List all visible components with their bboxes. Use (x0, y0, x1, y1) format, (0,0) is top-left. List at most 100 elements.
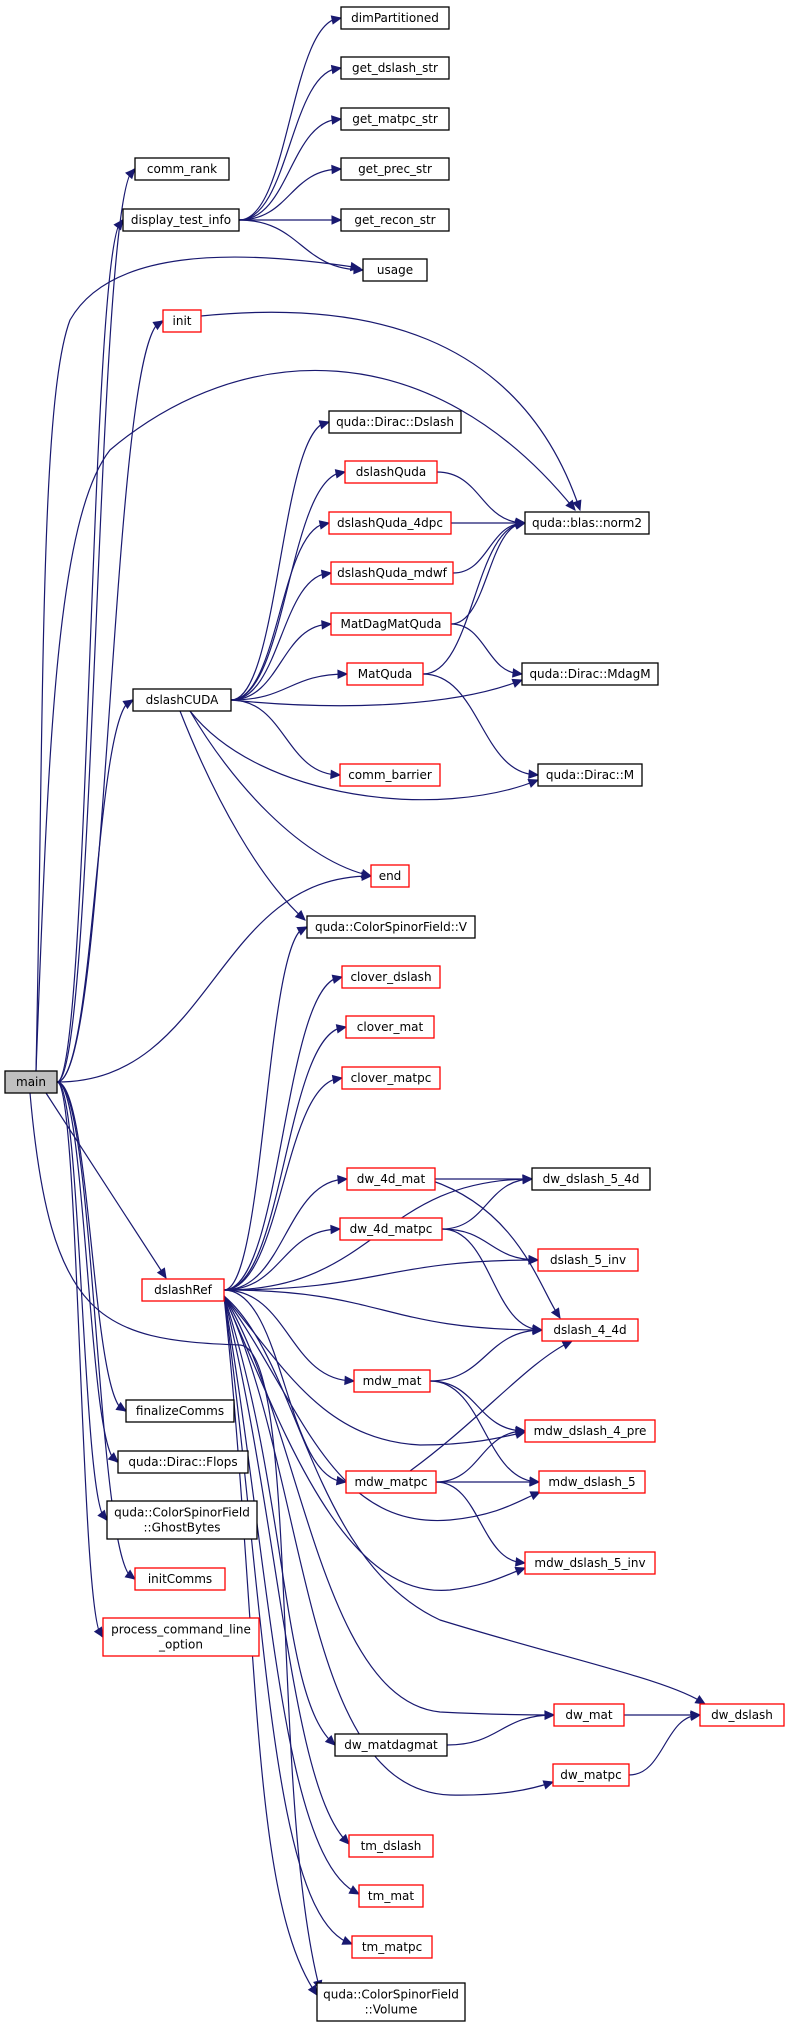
node-label: dw_mat (565, 1708, 612, 1722)
edge-MatDagMatQuda-to-norm2 (450, 520, 527, 625)
edge-mdw_matpc-to-dslash_4_4d (409, 1340, 574, 1472)
arrowhead (324, 1734, 336, 1746)
node-mdagm[interactable]: quda::Dirac::MdagM (521, 662, 659, 686)
arrowhead (330, 64, 343, 75)
node-ghostbytes[interactable]: quda::ColorSpinorField::GhostBytes (106, 1500, 258, 1540)
node-mdw-dslash-5[interactable]: mdw_dslash_5 (538, 1470, 646, 1494)
node-matdagmatquda[interactable]: MatDagMatQuda (330, 612, 452, 636)
edge-line (450, 623, 523, 675)
node-mdw-mat[interactable]: mdw_mat (353, 1369, 431, 1393)
node-dw-4d-mat[interactable]: dw_4d_mat (346, 1167, 436, 1191)
arrowhead (330, 769, 342, 780)
node-dslash-4-4d[interactable]: dslash_4_4d (541, 1318, 639, 1342)
edge-dslashCUDA-to-Dirac_M (189, 710, 540, 801)
node-dw-mat[interactable]: dw_mat (553, 1703, 625, 1727)
node-box (362, 258, 428, 282)
node-tm-dslash[interactable]: tm_dslash (348, 1834, 434, 1858)
node-comm-barrier[interactable]: comm_barrier (339, 763, 441, 787)
node-comm-rank[interactable]: comm_rank (134, 157, 230, 181)
edge-line (56, 875, 372, 1083)
arrowhead (341, 1935, 354, 1945)
arrowhead (512, 668, 524, 678)
node-box (348, 1834, 434, 1858)
node-mdw-dslash-5-inv[interactable]: mdw_dslash_5_inv (524, 1551, 656, 1575)
node-box (162, 309, 202, 333)
edge-dslashCUDA-to-end (189, 710, 373, 879)
node-norm2[interactable]: quda::blas::norm2 (524, 511, 650, 535)
node-label: dslashQuda_mdwf (337, 566, 448, 580)
node-mdw-matpc[interactable]: mdw_matpc (345, 1470, 437, 1494)
node-end[interactable]: end (370, 864, 410, 888)
node-mdw-dslash-4-pre[interactable]: mdw_dslash_4_pre (524, 1419, 656, 1443)
node-get-prec-str[interactable]: get_prec_str (340, 157, 450, 181)
node-dslashquda[interactable]: dslashQuda (344, 460, 438, 484)
node-clover-matpc[interactable]: clover_matpc (341, 1066, 441, 1090)
node-label: quda::Dirac::Dslash (336, 415, 454, 429)
edge-dslashRef-to-dw_4d_mat (223, 1175, 349, 1291)
edge-dslashCUDA-to-MatQuda (230, 669, 349, 701)
edge-line (56, 699, 134, 1083)
node-clover-mat[interactable]: clover_mat (345, 1015, 435, 1039)
node-dw-dslash-5-4d[interactable]: dw_dslash_5_4d (531, 1167, 651, 1191)
edge-display_test_info-to-get_matpc_str (238, 115, 343, 221)
node-main[interactable]: main (4, 1070, 58, 1094)
node-display-test-info[interactable]: display_test_info (122, 208, 240, 232)
edge-line (223, 926, 308, 1291)
node-dw-4d-matpc[interactable]: dw_4d_matpc (339, 1217, 443, 1241)
edge-line (230, 623, 332, 701)
edge-line (441, 1228, 543, 1331)
arrowhead (125, 168, 136, 180)
edge-line (223, 1295, 526, 1446)
node-finalizecomms[interactable]: finalizeComms (125, 1399, 235, 1423)
node-dimpartitioned[interactable]: dimPartitioned (340, 6, 450, 30)
node-dslash-5-inv[interactable]: dslash_5_inv (537, 1248, 639, 1272)
node-get-matpc-str[interactable]: get_matpc_str (340, 107, 450, 131)
edge-dslashRef-to-tm_dslash (223, 1295, 350, 1845)
node-label: tm_matpc (362, 1940, 422, 1954)
node-label: dslashCUDA (146, 693, 220, 707)
node-dw-matpc[interactable]: dw_matpc (552, 1763, 630, 1787)
arrowhead (331, 215, 343, 225)
node-dirac-flops[interactable]: quda::Dirac::Flops (117, 1450, 249, 1474)
node-dw-dslash[interactable]: dw_dslash (699, 1703, 785, 1727)
node-matquda[interactable]: MatQuda (346, 662, 424, 686)
node-dslashquda-mdwf[interactable]: dslashQuda_mdwf (330, 561, 454, 585)
node-usage[interactable]: usage (362, 258, 428, 282)
edge-line (422, 522, 526, 675)
node-label: main (16, 1075, 46, 1089)
node-label: dw_4d_mat (357, 1172, 426, 1186)
arrowhead (337, 1175, 349, 1185)
arrowhead (514, 519, 527, 530)
edge-dslashCUDA-to-Dirac_Dslash (230, 420, 331, 701)
node-dslashcuda[interactable]: dslashCUDA (132, 688, 232, 712)
node-box (117, 1450, 249, 1474)
node-dw-matdagmat[interactable]: dw_matdagmat (334, 1733, 448, 1757)
node-get-dslash-str[interactable]: get_dslash_str (340, 56, 450, 80)
edge-main-to-usage (35, 256, 362, 1072)
node-initcomms[interactable]: initComms (134, 1567, 226, 1591)
arrowhead (330, 1224, 342, 1235)
edge-dslashRef-to-mdw_dslash_5_inv (223, 1295, 527, 1591)
node-get-recon-str[interactable]: get_recon_str (340, 208, 450, 232)
node-tm-matpc[interactable]: tm_matpc (351, 1935, 433, 1959)
edge-line (223, 1289, 543, 1331)
edge-line (223, 1295, 541, 1522)
node-clover-dslash[interactable]: clover_dslash (341, 965, 441, 989)
node-volume[interactable]: quda::ColorSpinorField::Volume (316, 1982, 466, 2022)
node-dslashquda-4dpc[interactable]: dslashQuda_4dpc (328, 511, 452, 535)
node-csf-v[interactable]: quda::ColorSpinorField::V (306, 915, 476, 939)
node-dirac-m[interactable]: quda::Dirac::M (537, 763, 643, 787)
edge-main-to-dslashCUDA (56, 699, 135, 1083)
node-dslashref[interactable]: dslashRef (141, 1278, 225, 1302)
node-process-cmd[interactable]: process_command_line_option (102, 1617, 260, 1657)
node-init[interactable]: init (162, 309, 202, 333)
edge-dw_4d_matpc-to-dslash_4_4d (441, 1228, 544, 1334)
node-box (524, 1551, 656, 1575)
node-label: MatQuda (358, 667, 412, 681)
edge-main-to-Dirac_Flops (56, 1081, 119, 1463)
node-dirac-dslash[interactable]: quda::Dirac::Dslash (328, 410, 462, 434)
node-tm-mat[interactable]: tm_mat (358, 1884, 424, 1908)
arrowhead (97, 1509, 108, 1521)
node-box (553, 1703, 625, 1727)
node-box (316, 1982, 466, 2022)
